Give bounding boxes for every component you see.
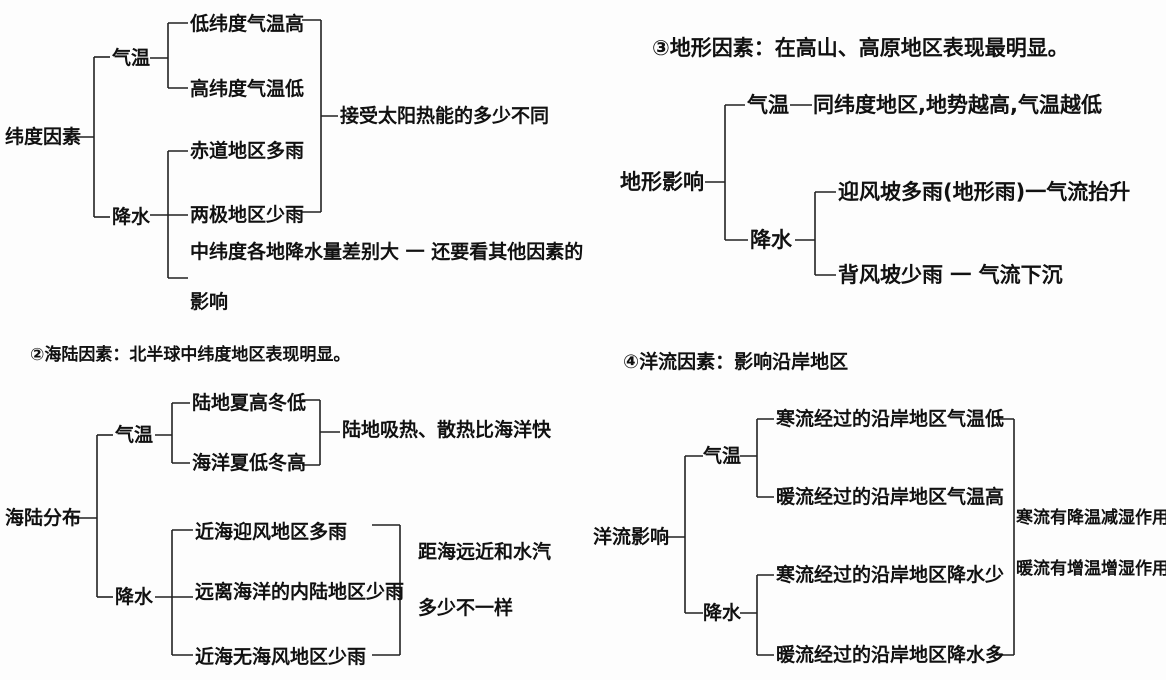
ocean-precip-item: 暖流经过的沿岸地区降水多 [776, 644, 1005, 666]
terrain-temp-item: 同纬度地区,地势越高,气温越低 [813, 93, 1102, 117]
latitude-precip-item-cont: 影响 [190, 291, 229, 313]
land-sea-title: ②海陆因素：北半球中纬度地区表现明显。 [30, 345, 351, 365]
ocean-current-title: ④洋流因素：影响沿岸地区 [623, 351, 849, 373]
latitude-precip-item: 赤道地区多雨 [190, 140, 305, 162]
land-sea-temp-node: 气温 [115, 424, 154, 446]
land-sea-precip-reason: 多少不一样 [418, 597, 514, 619]
latitude-temp-item: 高纬度气温低 [190, 78, 305, 100]
terrain-title: ③地形因素：在高山、高原地区表现最明显。 [652, 36, 1069, 60]
ocean-temp-item: 寒流经过的沿岸地区气温低 [776, 408, 1005, 430]
ocean-effect: 暖流有增温增湿作用 [1016, 559, 1166, 579]
land-sea-temp-item: 陆地夏高冬低 [192, 392, 307, 414]
latitude-temp-item: 低纬度气温高 [190, 13, 305, 35]
terrain-precip-item: 迎风坡多雨(地形雨)一气流抬升 [838, 180, 1131, 204]
terrain-precip-node: 降水 [750, 228, 792, 252]
terrain-precip-item: 背风坡少雨 一 气流下沉 [838, 263, 1063, 287]
latitude-precip-item: 两极地区少雨 [190, 204, 305, 226]
land-sea-precip-item: 近海无海风地区少雨 [195, 646, 367, 668]
land-sea-precip-item: 近海迎风地区多雨 [195, 521, 348, 543]
ocean-current-root: 洋流影响 [593, 526, 670, 548]
land-sea-precip-reason: 距海远近和水汽 [418, 541, 552, 563]
land-sea-temp-item: 海洋夏低冬高 [192, 452, 307, 474]
land-sea-precip-item: 远离海洋的内陆地区少雨 [195, 581, 405, 603]
ocean-temp-item: 暖流经过的沿岸地区气温高 [776, 486, 1005, 508]
land-sea-precip-node: 降水 [115, 586, 154, 608]
land-sea-root: 海陆分布 [5, 507, 82, 529]
latitude-precip-item: 中纬度各地降水量差别大 一 还要看其他因素的 [190, 241, 584, 263]
ocean-precip-item: 寒流经过的沿岸地区降水少 [776, 564, 1005, 586]
terrain-temp-node: 气温 [747, 93, 789, 117]
ocean-effect: 寒流有降温减湿作用 [1016, 508, 1166, 528]
terrain-root: 地形影响 [620, 170, 704, 194]
latitude-root: 纬度因素 [5, 126, 82, 148]
latitude-temp-node: 气温 [112, 47, 151, 69]
latitude-precip-node: 降水 [112, 206, 151, 228]
ocean-precip-node: 降水 [703, 602, 742, 624]
ocean-temp-node: 气温 [703, 445, 742, 467]
land-sea-temp-reason: 陆地吸热、散热比海洋快 [342, 419, 552, 441]
latitude-reason: 接受太阳热能的多少不同 [340, 105, 550, 127]
